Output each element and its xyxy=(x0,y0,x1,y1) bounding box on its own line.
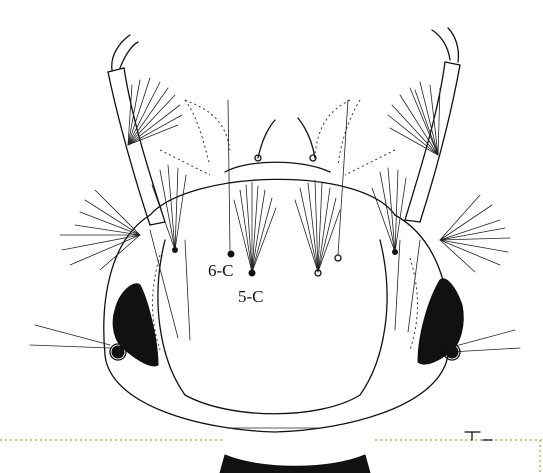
seta-5c-left-base xyxy=(249,270,255,276)
seta-6c-label: 6-C xyxy=(208,261,234,280)
seta-5c-right xyxy=(295,180,340,272)
left-basal-tuft xyxy=(152,165,186,250)
right-antenna xyxy=(405,28,460,222)
seta-5c-label: 5-C xyxy=(238,287,264,306)
left-antennal-tuft xyxy=(128,78,182,145)
right-antennal-tuft xyxy=(388,82,440,155)
left-lateral-tuft xyxy=(60,190,140,270)
seta-6c-left xyxy=(228,251,234,257)
seta-5c-left xyxy=(234,182,276,272)
clypeal-dotted-lines xyxy=(160,100,395,175)
neck-collar xyxy=(220,455,370,473)
right-lateral-tuft xyxy=(440,195,510,272)
clypeus xyxy=(225,118,330,172)
scale-mark xyxy=(465,432,492,440)
right-basal-tuft xyxy=(372,168,406,252)
seta-6c-right xyxy=(335,255,341,261)
head-capsule xyxy=(104,179,450,432)
right-eye-suture xyxy=(410,258,418,350)
right-basal-tuft-base xyxy=(393,250,398,255)
left-basal-tuft-base xyxy=(173,248,178,253)
